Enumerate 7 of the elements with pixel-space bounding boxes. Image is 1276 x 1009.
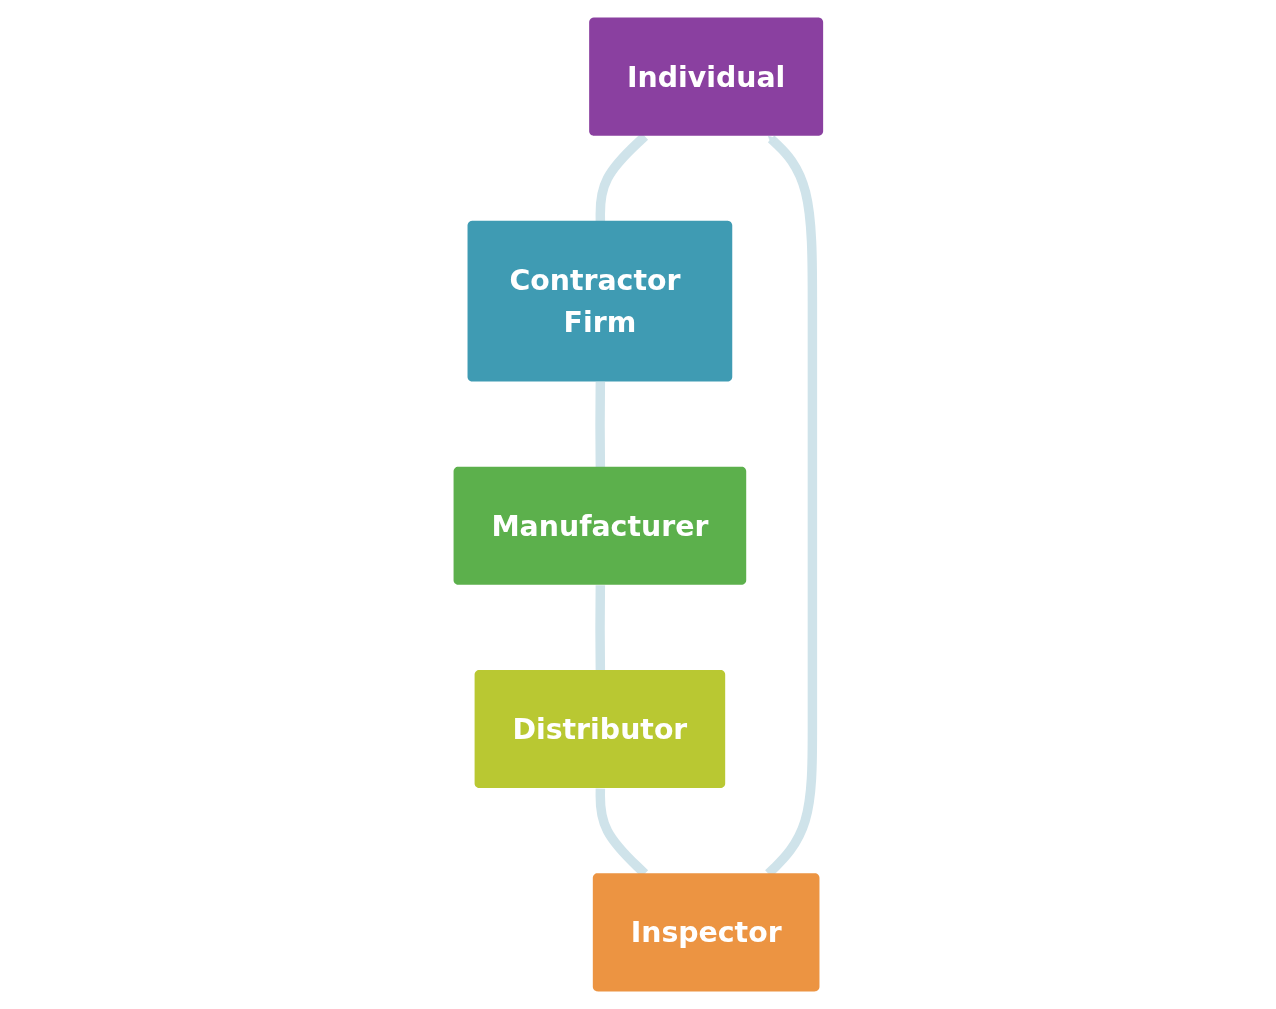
connector bbox=[594, 585, 605, 671]
node-box: Distributor bbox=[474, 669, 725, 789]
connector bbox=[594, 382, 605, 468]
node-box: Inspector bbox=[592, 873, 820, 992]
node-box: Manufacturer bbox=[453, 466, 746, 585]
node-box: Individual bbox=[588, 17, 823, 136]
node-box: Contractor Firm bbox=[467, 220, 732, 382]
